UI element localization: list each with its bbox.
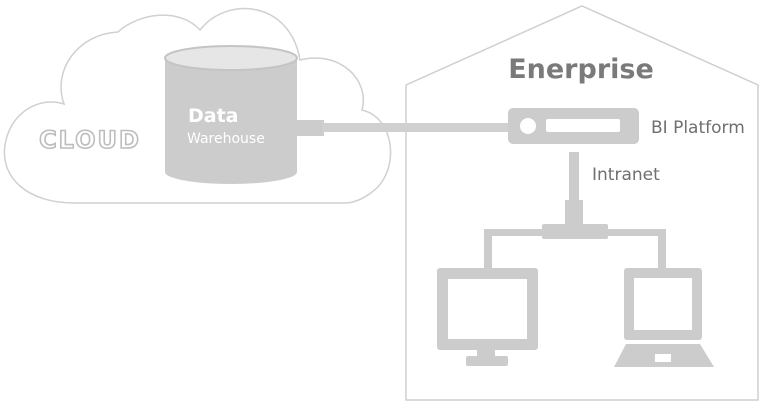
laptop-icon: [614, 268, 714, 367]
monitor-icon: [437, 268, 538, 366]
bi-platform-label: BI Platform: [651, 118, 745, 138]
enterprise-title: Enerprise: [508, 54, 654, 85]
intranet-network-lines: [484, 152, 666, 269]
data-warehouse-subtitle: Warehouse: [187, 131, 265, 147]
enterprise-house-outline: [405, 5, 759, 401]
server-icon: [508, 108, 639, 144]
cloud-label: CLOUD: [39, 126, 141, 154]
data-warehouse-title: Data: [188, 105, 239, 127]
intranet-label: Intranet: [592, 165, 660, 185]
data-warehouse-cylinder: [164, 45, 324, 184]
cloud-connection-line: [322, 123, 514, 132]
